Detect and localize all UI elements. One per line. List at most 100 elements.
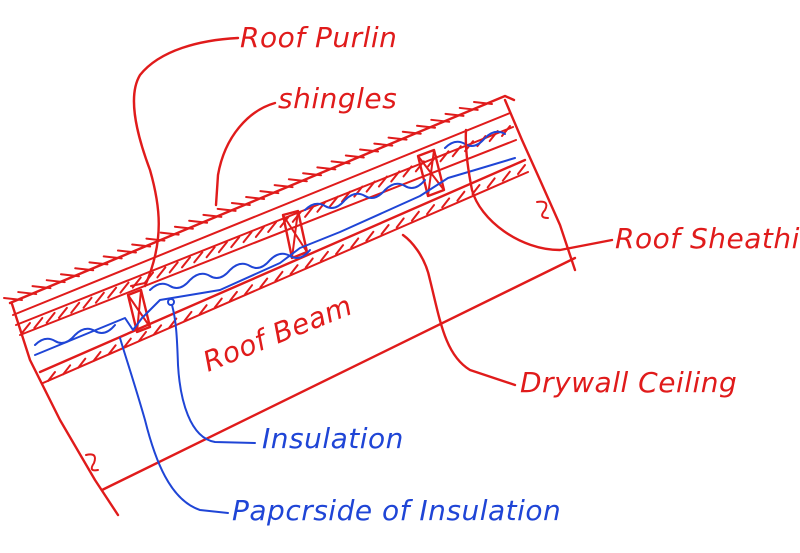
shingle-hatch-stroke bbox=[145, 237, 166, 242]
sheathing-hatch-stroke bbox=[45, 311, 56, 324]
shingle-hatch-stroke bbox=[216, 207, 237, 212]
shingle-hatch-stroke bbox=[373, 142, 394, 147]
ceiling-hatch-stroke bbox=[274, 270, 284, 282]
sheathing-hatch-stroke bbox=[353, 185, 364, 198]
ceiling-hatch-stroke bbox=[92, 350, 102, 362]
sheathing-hatch-stroke bbox=[267, 220, 278, 233]
roof-beam-left-end bbox=[10, 302, 120, 517]
ceiling-hatch-stroke bbox=[47, 371, 56, 382]
sheathing-hatch-stroke bbox=[365, 180, 376, 193]
shingle-hatch-stroke bbox=[316, 166, 337, 171]
sheathing-hatch-stroke bbox=[94, 291, 105, 304]
ceiling-hatch-stroke bbox=[244, 284, 254, 296]
sheathing-hatch-stroke bbox=[377, 175, 388, 188]
ceiling-hatch-stroke bbox=[137, 330, 147, 342]
ceiling-hatch-stroke bbox=[365, 230, 375, 242]
leader-roof-purlin bbox=[132, 36, 240, 288]
ceiling-hatch-stroke bbox=[350, 237, 360, 249]
sheathing-hatch-stroke bbox=[304, 205, 315, 218]
ceiling-hatch-stroke bbox=[501, 170, 511, 182]
ceiling-hatch-stroke bbox=[62, 364, 72, 376]
sheathing-hatch-stroke bbox=[341, 190, 351, 203]
shingle-hatch-stroke bbox=[444, 112, 465, 117]
shingle-hatch-stroke bbox=[31, 285, 52, 290]
shingle-hatch-stroke bbox=[88, 261, 109, 266]
label-paperside-of-insulation: Papcrside of Insulation bbox=[232, 494, 561, 527]
shingle-bottom-line bbox=[12, 112, 511, 316]
sheathing-hatch-stroke bbox=[501, 125, 511, 137]
ceiling-hatch-stroke bbox=[213, 297, 223, 309]
sheathing-hatch-stroke bbox=[205, 246, 216, 259]
sheathing-hatch-stroke bbox=[439, 150, 450, 163]
leader-lines bbox=[119, 36, 614, 514]
label-roof-beam: Roof Beam bbox=[198, 289, 357, 379]
leader-shingles bbox=[214, 101, 277, 207]
insulation-batts bbox=[34, 130, 516, 356]
sheathing-hatch-stroke bbox=[316, 200, 327, 213]
sheathing-hatch-stroke bbox=[57, 306, 68, 319]
shingle-hatch-stroke bbox=[45, 279, 66, 284]
shingle-hatch-stroke bbox=[473, 101, 493, 105]
shingle-hatch-stroke bbox=[74, 267, 95, 272]
sheathing-hatch-stroke bbox=[328, 195, 339, 208]
shingle-hatch-stroke bbox=[131, 243, 152, 248]
leader-insulation bbox=[171, 304, 256, 444]
sheathing-hatch-stroke bbox=[390, 170, 401, 183]
ceiling-hatch-stroke bbox=[517, 164, 526, 175]
ceiling-hatch-stroke bbox=[319, 250, 329, 262]
shingle-hatch-stroke bbox=[330, 160, 351, 165]
label-drywall-ceiling: Drywall Ceiling bbox=[520, 366, 737, 399]
roof-beam-right-end bbox=[503, 98, 577, 272]
sheathing-top-line bbox=[15, 126, 514, 326]
shingle-hatch-stroke bbox=[416, 124, 437, 129]
shingle-hatch-stroke bbox=[387, 136, 408, 141]
sheathing-hatch-stroke bbox=[181, 256, 191, 269]
sheathing-hatch-stroke bbox=[156, 266, 167, 279]
shingle-hatch-stroke bbox=[116, 249, 137, 254]
shingle-hatch-stroke bbox=[245, 196, 266, 201]
ceiling-hatch-stroke bbox=[486, 177, 496, 189]
shingle-hatch-stroke bbox=[430, 118, 451, 123]
insulation-wave bbox=[34, 130, 506, 346]
sheathing-bottom-line bbox=[19, 139, 517, 336]
sheathing-hatch-stroke bbox=[230, 236, 241, 249]
sheathing-hatch-stroke bbox=[119, 281, 130, 294]
label-roof-sheathing: Roof Sheathing bbox=[615, 222, 800, 255]
sheathing-hatch-stroke bbox=[70, 301, 81, 314]
shingle-hatching bbox=[3, 101, 526, 382]
ceiling-hatch-stroke bbox=[380, 224, 390, 236]
shingle-hatch-stroke bbox=[401, 130, 422, 135]
ceiling-top-line bbox=[38, 158, 527, 374]
ceiling-hatch-stroke bbox=[107, 344, 117, 356]
sheathing-hatch-stroke bbox=[242, 231, 253, 244]
leader-drywall-ceiling bbox=[401, 233, 517, 387]
break-mark-left bbox=[85, 453, 99, 472]
ceiling-hatch-stroke bbox=[395, 217, 405, 229]
ceiling-hatch-stroke bbox=[228, 290, 238, 302]
shingle-hatch-stroke bbox=[359, 148, 380, 153]
label-shingles: shingles bbox=[278, 82, 397, 115]
shingle-hatch-stroke bbox=[287, 178, 308, 183]
ceiling-hatch-stroke bbox=[259, 277, 269, 289]
label-roof-purlin: Roof Purlin bbox=[240, 21, 397, 54]
sheathing-hatch-stroke bbox=[451, 145, 462, 158]
ceiling-hatch-stroke bbox=[122, 337, 132, 349]
leader-roof-sheathing bbox=[464, 128, 614, 252]
sheathing-hatch-stroke bbox=[193, 251, 204, 264]
label-insulation: Insulation bbox=[262, 422, 404, 455]
ceiling-hatch-stroke bbox=[77, 357, 87, 369]
roof-purlins bbox=[126, 148, 446, 334]
shingle-hatch-stroke bbox=[202, 213, 223, 218]
ceiling-hatch-stroke bbox=[304, 257, 314, 269]
sheathing-hatch-stroke bbox=[21, 322, 31, 334]
ceiling-hatch-stroke bbox=[456, 190, 466, 202]
ceiling-hatch-stroke bbox=[441, 197, 451, 209]
sheathing-hatch-stroke bbox=[168, 261, 179, 274]
sheathing-hatch-stroke bbox=[107, 286, 118, 299]
ceiling-hatch-stroke bbox=[153, 324, 163, 336]
sheathing-hatch-stroke bbox=[254, 226, 265, 239]
sheathing-hatch-stroke bbox=[402, 165, 413, 178]
shingle-hatch-stroke bbox=[17, 291, 38, 296]
shingle-hatch-stroke bbox=[302, 172, 323, 177]
